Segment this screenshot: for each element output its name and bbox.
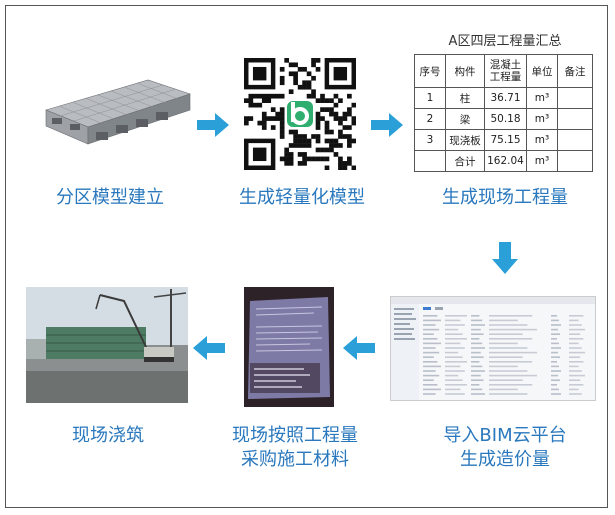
document-photo-image	[244, 287, 334, 407]
cell-no: 3	[415, 130, 446, 151]
cell-no	[415, 151, 446, 172]
step-label-procure-1: 现场按照工程量	[210, 424, 380, 448]
bim-platform-ui-image	[391, 297, 595, 400]
step-label-model: 分区模型建立	[35, 186, 185, 210]
cell-qty: 36.71	[485, 88, 527, 109]
cell-qty: 162.04	[485, 151, 527, 172]
cell-qty: 75.15	[485, 130, 527, 151]
cell-unit: m³	[527, 151, 558, 172]
col-header-qty-line2: 工程量	[490, 71, 522, 83]
cell-note	[558, 151, 593, 172]
cell-note	[558, 130, 593, 151]
cell-qty: 50.18	[485, 109, 527, 130]
arrow-left-2-icon	[193, 336, 225, 360]
arrow-right-2-icon	[371, 113, 403, 137]
cell-note	[558, 88, 593, 109]
arrow-right-1-icon	[197, 113, 229, 137]
slab-model-image	[28, 72, 193, 152]
table-row-total: 合计 162.04 m³	[415, 151, 593, 172]
bim-platform-screenshot	[390, 296, 596, 401]
col-header-qty-line1: 混凝土	[490, 59, 522, 71]
cell-unit: m³	[527, 109, 558, 130]
cell-part: 梁	[446, 109, 485, 130]
table-row: 1 柱 36.71 m³	[415, 88, 593, 109]
step-label-pouring: 现场浇筑	[48, 424, 168, 448]
cell-part: 现浇板	[446, 130, 485, 151]
step-label-quantity: 生成现场工程量	[425, 186, 585, 210]
table-title: A区四层工程量汇总	[410, 30, 600, 49]
construction-site-image	[26, 287, 188, 403]
step-label-bim-1: 导入BIM云平台	[420, 424, 590, 448]
cell-unit: m³	[527, 88, 558, 109]
procurement-document-photo	[244, 287, 334, 407]
cell-no: 2	[415, 109, 446, 130]
cell-no: 1	[415, 88, 446, 109]
cell-part: 合计	[446, 151, 485, 172]
table-row: 2 梁 50.18 m³	[415, 109, 593, 130]
cell-part: 柱	[446, 88, 485, 109]
col-header-note: 备注	[558, 55, 593, 88]
col-header-part: 构件	[446, 55, 485, 88]
arrow-down-icon	[492, 242, 518, 274]
arrow-left-1-icon	[343, 336, 375, 360]
quantity-table: 序号 构件 混凝土 工程量 单位 备注 1 柱 36.71 m³ 2 梁 50.…	[414, 54, 593, 172]
step-label-lightweight: 生成轻量化模型	[222, 186, 382, 210]
col-header-qty: 混凝土 工程量	[485, 55, 527, 88]
col-header-unit: 单位	[527, 55, 558, 88]
table-row: 3 现浇板 75.15 m³	[415, 130, 593, 151]
step-label-procure-2: 采购施工材料	[210, 448, 380, 472]
cell-unit: m³	[527, 130, 558, 151]
site-pouring-photo	[26, 287, 188, 403]
col-header-no: 序号	[415, 55, 446, 88]
qr-code-image	[244, 58, 356, 170]
step-label-bim-2: 生成造价量	[420, 448, 590, 472]
cell-note	[558, 109, 593, 130]
